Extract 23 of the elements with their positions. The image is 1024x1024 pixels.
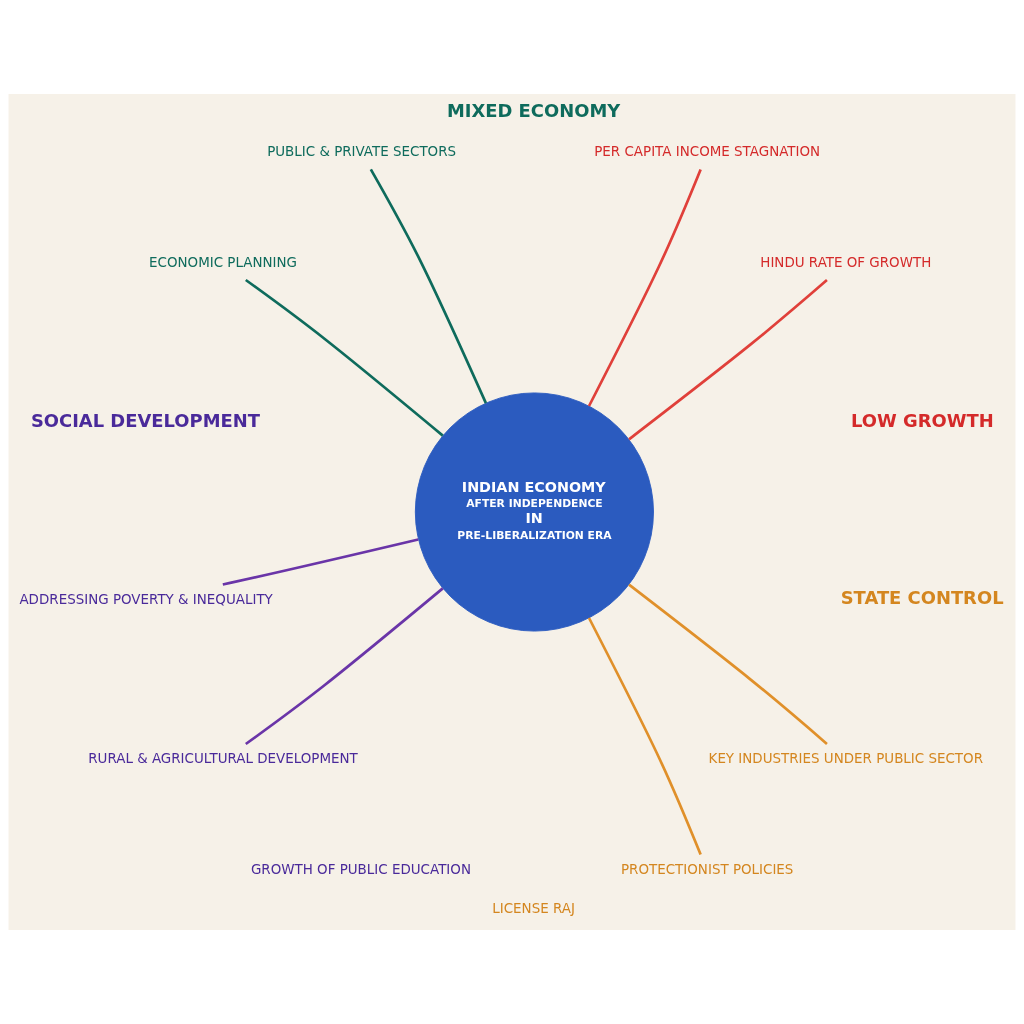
connector (222, 538, 419, 586)
connector (587, 617, 702, 856)
node-circle: INDIAN ECONOMY AFTER INDEPENDENCE IN PRE-LIBERALIZATION ERA (414, 392, 654, 632)
node-text: ADDRESSING POVERTY & INEQUALITY (19, 591, 273, 607)
node-text: KEY INDUSTRIES UNDER PUBLIC SECTOR (708, 751, 984, 767)
connector (245, 587, 444, 746)
connector (628, 583, 828, 745)
node-text: RURAL & AGRICULTURAL DEVELOPMENT (88, 751, 358, 767)
label: STATE CONTROL (840, 587, 1004, 609)
node-text: HINDU RATE OF GROWTH (760, 254, 932, 270)
node-text: PER CAPITA INCOME STAGNATION (594, 144, 821, 160)
node-text: ECONOMIC PLANNING (149, 254, 297, 270)
label: SOCIAL DEVELOPMENT (30, 409, 260, 431)
label: MIXED ECONOMY (447, 100, 621, 122)
label: LOW GROWTH (851, 409, 994, 431)
label: GROWTH OF PUBLIC EDUCATION (250, 861, 471, 877)
connector (369, 168, 488, 404)
node-text: PUBLIC & PRIVATE SECTORS (267, 144, 457, 160)
connector (628, 279, 828, 441)
connector (587, 168, 702, 407)
label: LICENSE RAJ (492, 901, 575, 917)
node-text: PROTECTIONIST POLICIES (621, 861, 794, 877)
connector (245, 278, 444, 437)
